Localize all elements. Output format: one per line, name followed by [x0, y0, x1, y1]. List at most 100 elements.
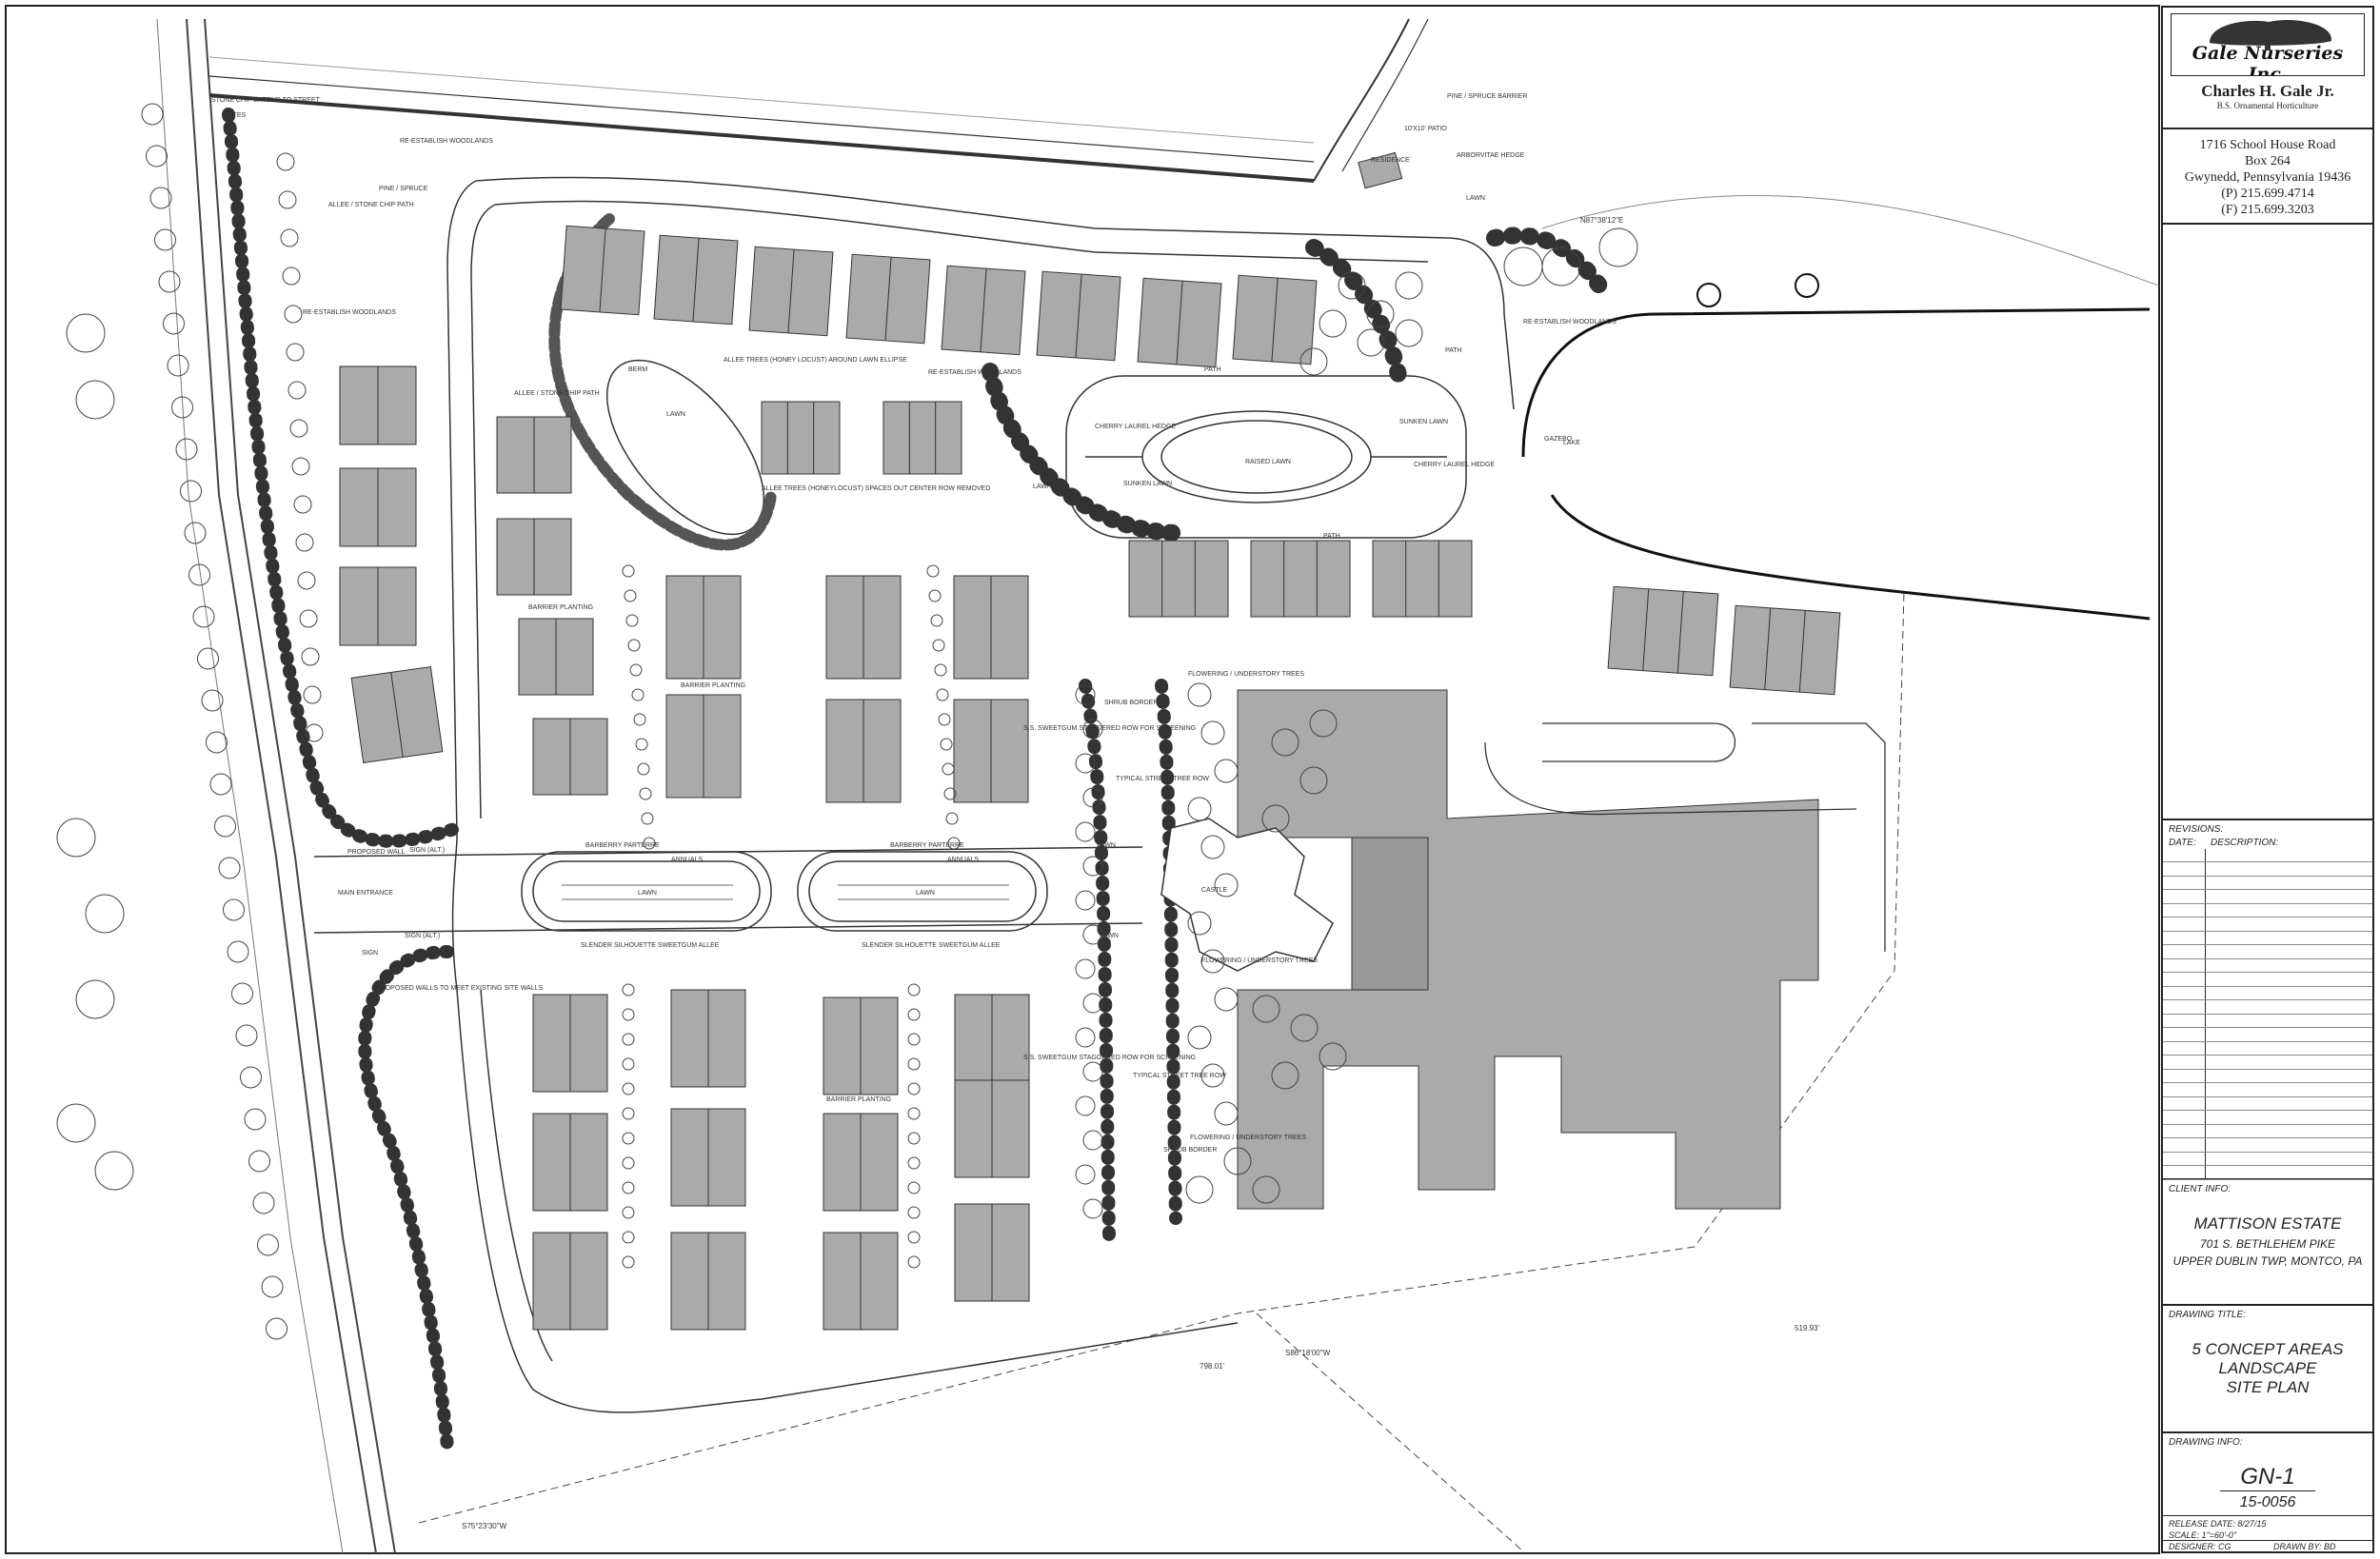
label-bearing-s2: S75°23'30"W — [462, 1522, 507, 1530]
client-address-1: 701 S. BETHLEHEM PIKE — [2199, 1237, 2336, 1251]
tree-icon — [622, 1255, 635, 1269]
client-cell: CLIENT INFO: MATTISON ESTATE 701 S. BETH… — [2163, 1180, 2372, 1306]
tree-icon — [639, 787, 652, 800]
building-footprint — [953, 699, 1029, 803]
building-footprint — [1232, 274, 1318, 365]
tree-icon — [641, 812, 654, 825]
tree-icon — [1187, 682, 1212, 707]
tree-icon — [622, 1206, 635, 1219]
label-reestablish-west: RE-ESTABLISH WOODLANDS — [303, 309, 396, 316]
tree-icon — [282, 266, 301, 286]
label-path-2: PATH — [1323, 533, 1340, 540]
tree-icon — [1075, 753, 1096, 774]
north-road — [208, 18, 1429, 183]
building-footprint — [339, 365, 417, 445]
tree-icon — [622, 1156, 635, 1170]
label-reestablish-ne: RE-ESTABLISH WOODLANDS — [1523, 319, 1616, 326]
tree-icon — [907, 1255, 921, 1269]
tree-icon — [180, 480, 202, 503]
tree-icon — [163, 312, 185, 335]
tree-icon — [907, 1033, 921, 1046]
tree-icon — [907, 1181, 921, 1194]
label-sunken-lawn-2: SUNKEN LAWN — [1123, 481, 1173, 487]
trees — [56, 103, 1638, 1340]
drawing-title-cell: DRAWING TITLE: 5 CONCEPT AREAS LANDSCAPE… — [2163, 1306, 2372, 1433]
building-footprint — [1036, 270, 1121, 362]
tree-icon — [1075, 958, 1096, 979]
tree-icon — [295, 533, 314, 552]
tree-icon — [1082, 719, 1103, 740]
job-number: 15-0056 — [2239, 1494, 2296, 1510]
drawing-title-1: 5 CONCEPT AREAS — [2192, 1340, 2344, 1358]
existing-building — [1237, 689, 1819, 1210]
drawing-title-2: LANDSCAPE — [2218, 1359, 2317, 1377]
revision-row — [2163, 1125, 2372, 1138]
drawing-info-label: DRAWING INFO: — [2169, 1437, 2243, 1448]
tree-icon — [1082, 924, 1103, 945]
tree-icon — [622, 1181, 635, 1194]
sunken-lawn-garden — [1065, 375, 1467, 539]
tree-icon — [184, 522, 207, 544]
tree-icon — [299, 609, 318, 628]
building-footprint — [823, 1113, 899, 1212]
tree-icon — [175, 438, 198, 461]
label-lawn-west-1: LAWN — [1097, 842, 1116, 849]
label-path-3: PATH — [1445, 347, 1462, 354]
revision-row — [2163, 863, 2372, 877]
revision-row — [2163, 946, 2372, 959]
tree-icon — [938, 713, 951, 726]
tree-icon — [266, 1317, 288, 1340]
tree-icon — [1082, 787, 1103, 808]
tree-icon — [192, 605, 215, 628]
tree-icon — [1214, 873, 1239, 898]
property-line — [418, 589, 1905, 1552]
building-footprint — [823, 1232, 899, 1331]
tree-icon — [1319, 309, 1347, 338]
tree-icon — [907, 1231, 921, 1244]
revision-row — [2163, 1084, 2372, 1097]
building-footprint — [560, 225, 645, 316]
building-footprint — [670, 1232, 746, 1331]
tree-icon — [1082, 993, 1103, 1014]
tree-icon — [936, 688, 949, 701]
building-footprint — [670, 1108, 746, 1207]
tree-icon — [286, 343, 305, 362]
building-footprint — [532, 1232, 608, 1331]
drawing-title-label: DRAWING TITLE: — [2169, 1310, 2246, 1320]
address-line: Gwynedd, Pennsylvania 19436 — [2184, 170, 2351, 185]
label-ss-sweetgum-1: S.S. SWEETGUM STAGGERED ROW FOR SCREENIN… — [1023, 725, 1197, 732]
building-footprint — [954, 1203, 1030, 1302]
sheet-number: GN-1 — [2240, 1464, 2295, 1490]
label-lake: LAKE — [1563, 440, 1580, 446]
label-main-entrance: MAIN ENTRANCE — [338, 890, 393, 897]
revision-row — [2163, 1153, 2372, 1166]
revision-row — [2163, 974, 2372, 987]
revision-row — [2163, 918, 2372, 932]
owner-credential: B.S. Ornamental Horticulture — [2216, 101, 2319, 110]
label-barrier-1: BARRIER PLANTING — [528, 604, 594, 611]
tree-icon — [218, 857, 241, 879]
label-tree-row-2: TYPICAL STREET TREE ROW — [1133, 1073, 1226, 1079]
tree-icon — [94, 1151, 134, 1191]
revision-row — [2163, 987, 2372, 1000]
tree-icon — [297, 571, 316, 590]
tree-icon — [930, 614, 943, 627]
label-lawn-west-2: LAWN — [1100, 933, 1119, 939]
building-footprint — [823, 997, 899, 1095]
building-footprint — [845, 253, 931, 345]
building-footprint — [953, 575, 1029, 680]
label-barberry-1: BARBERRY PARTERRE — [585, 842, 660, 849]
label-annuals-2: ANNUALS — [947, 857, 980, 863]
label-barrier-3: BARRIER PLANTING — [826, 1096, 892, 1103]
tree-icon — [1503, 247, 1543, 286]
label-ss-sweetgum-2: S.S. SWEETGUM STAGGERED ROW FOR SCREENIN… — [1023, 1055, 1197, 1061]
label-dist-798: 798.01' — [1200, 1362, 1224, 1371]
label-bearing-s1: S86°18'00"W — [1285, 1349, 1331, 1357]
label-shrub-border-1: SHRUB BORDER — [1104, 700, 1159, 706]
scale: SCALE: 1"=60'-0" — [2169, 1530, 2236, 1540]
tree-icon — [252, 1192, 275, 1214]
tree-icon — [622, 564, 635, 578]
tree-icon — [635, 738, 648, 751]
revision-row — [2163, 1042, 2372, 1056]
